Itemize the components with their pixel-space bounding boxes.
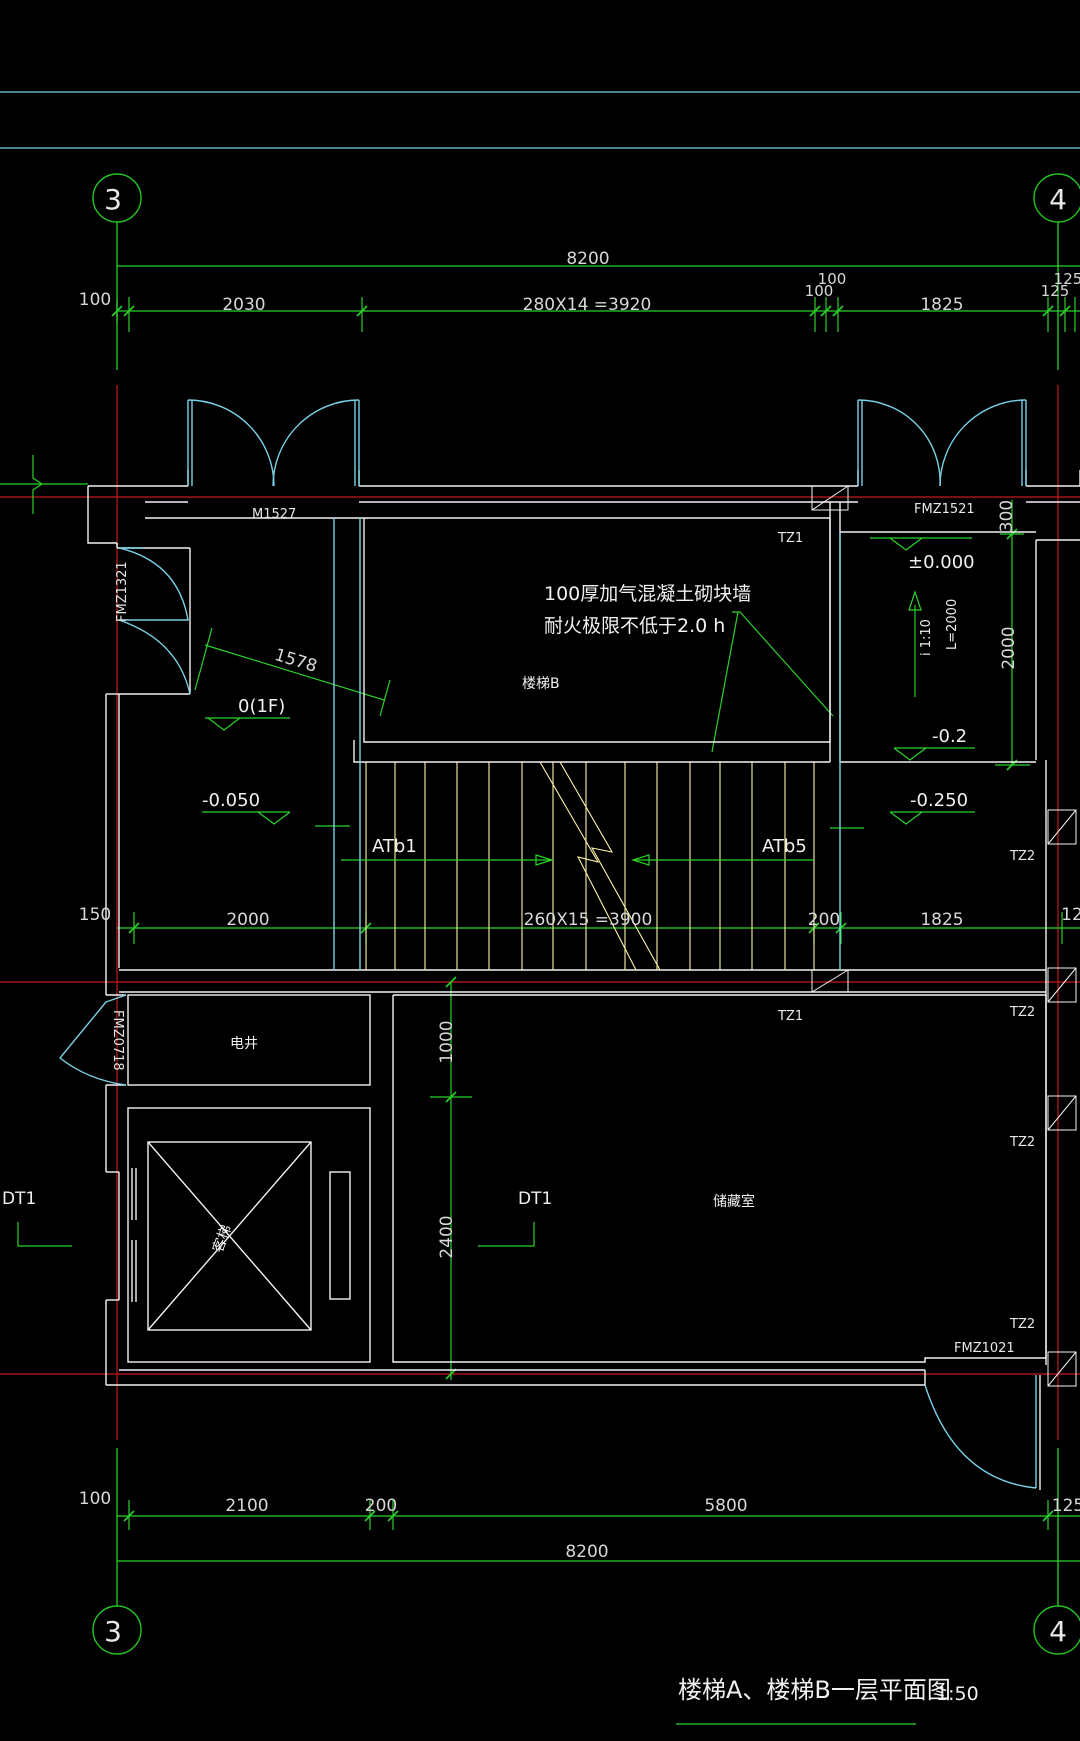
elevator-counterweight — [329, 1171, 351, 1300]
dim-top-125b: 125 — [1054, 270, 1080, 288]
level-0050: -0.050 — [202, 790, 260, 811]
tag-texts: M1527 FMZ1521 FMZ1321 FMZ0718 FMZ1021 TZ… — [110, 502, 1035, 1356]
axis-label-4-top: 4 — [1049, 183, 1067, 216]
label-col-tz1-top: TZ1 — [777, 531, 803, 546]
stair-run-atb5: ATb5 — [762, 836, 807, 857]
level-0250: -0.250 — [910, 790, 968, 811]
wall-note-line2: 耐火极限不低于2.0 h — [544, 615, 725, 637]
elevator-car — [147, 1141, 312, 1331]
dim-bottom-total: 8200 — [565, 1542, 608, 1562]
dimension-ticks — [111, 305, 1071, 1522]
axis-bubble-4-top — [1033, 173, 1080, 223]
doors — [59, 399, 1037, 1489]
dimension-texts: 8200 100 2030 280X14 =3920 100 100 1825 … — [79, 249, 1080, 1562]
axis-label-4-bottom: 4 — [1049, 1615, 1067, 1648]
dim-mid-treads: 260X15 =3900 — [524, 910, 653, 930]
dim-top-2030: 2030 — [222, 295, 265, 315]
axis-bubbles — [92, 173, 1080, 1655]
label-col-tz2-a: TZ2 — [1009, 849, 1035, 864]
elevator-room — [127, 1107, 371, 1363]
level-0-1f: 0(1F) — [238, 696, 285, 717]
drawing-scale: 1:50 — [936, 1683, 979, 1705]
label-door-m1527: M1527 — [252, 507, 296, 522]
ramp-slope: i 1:10 — [919, 619, 934, 656]
dim-bottom-125: 125 — [1052, 1496, 1080, 1516]
ramp-arrow-head — [908, 590, 922, 611]
label-col-tz2-d: TZ2 — [1009, 1317, 1035, 1332]
dim-mid-12: 12 — [1061, 905, 1080, 925]
axis-label-3-bottom: 3 — [104, 1615, 122, 1648]
dim-bottom-200: 200 — [365, 1496, 397, 1516]
dim-top-100b: 100 — [818, 270, 847, 288]
dim-top-total: 8200 — [566, 249, 609, 269]
columns — [811, 485, 1077, 1387]
top-reference-lines — [0, 91, 1080, 149]
label-door-fmz0718: FMZ0718 — [110, 1010, 125, 1071]
break-symbol — [0, 455, 88, 514]
dim-bottom-5800: 5800 — [704, 1496, 747, 1516]
drawing-title: 楼梯A、楼梯B一层平面图 — [678, 1676, 951, 1704]
room-stair-b: 楼梯B — [522, 676, 560, 692]
label-col-tz2-b: TZ2 — [1009, 1005, 1035, 1020]
section-dt1-right: DT1 — [518, 1189, 552, 1209]
dim-bottom-100: 100 — [79, 1489, 111, 1509]
walls — [87, 470, 1080, 1490]
dim-mid-200: 200 — [808, 910, 840, 930]
dim-mid-150: 150 — [79, 905, 111, 925]
stair-treads — [365, 761, 815, 971]
stair-arrows — [315, 825, 864, 866]
axis-lines — [0, 385, 1080, 1440]
label-door-fmz1521: FMZ1521 — [914, 502, 975, 517]
axis-bubble-3-top — [92, 173, 142, 223]
room-storage: 储藏室 — [713, 1193, 755, 1210]
shaft-room — [127, 994, 371, 1086]
dim-vert-2000: 2000 — [999, 626, 1019, 669]
dim-top-125a: 125 — [1041, 282, 1070, 300]
level-000: ±0.000 — [908, 552, 975, 573]
section-dt1-left: DT1 — [2, 1189, 36, 1209]
room-shaft: 电井 — [230, 1036, 258, 1052]
level-02: -0.2 — [932, 726, 967, 747]
level-markers — [202, 537, 975, 825]
dimension-lines — [17, 265, 1080, 1562]
dim-mid-2000: 2000 — [226, 910, 269, 930]
dim-vert-1000: 1000 — [437, 1020, 457, 1063]
dim-top-treads: 280X14 =3920 — [523, 295, 652, 315]
label-door-fmz1321: FMZ1321 — [115, 561, 130, 622]
label-col-tz2-c: TZ2 — [1009, 1135, 1035, 1150]
dim-top-100a: 100 — [805, 282, 834, 300]
axis-bubble-4-bottom — [1033, 1605, 1080, 1655]
dim-vert-300: 300 — [997, 500, 1017, 532]
label-col-tz1-mid: TZ1 — [777, 1009, 803, 1024]
dim-top-1825: 1825 — [920, 295, 963, 315]
dim-bottom-2100: 2100 — [225, 1496, 268, 1516]
axis-label-3-top: 3 — [104, 183, 122, 216]
label-door-fmz1021: FMZ1021 — [954, 1341, 1015, 1356]
axis-bubble-3-bottom — [92, 1605, 142, 1655]
dim-top-100-left: 100 — [79, 290, 111, 310]
wall-note-line1: 100厚加气混凝土砌块墙 — [544, 583, 751, 605]
dim-mid-1825: 1825 — [920, 910, 963, 930]
dim-vert-2400: 2400 — [437, 1215, 457, 1258]
stair-run-atb1: ATb1 — [372, 836, 417, 857]
ramp-length: L=2000 — [945, 599, 960, 650]
